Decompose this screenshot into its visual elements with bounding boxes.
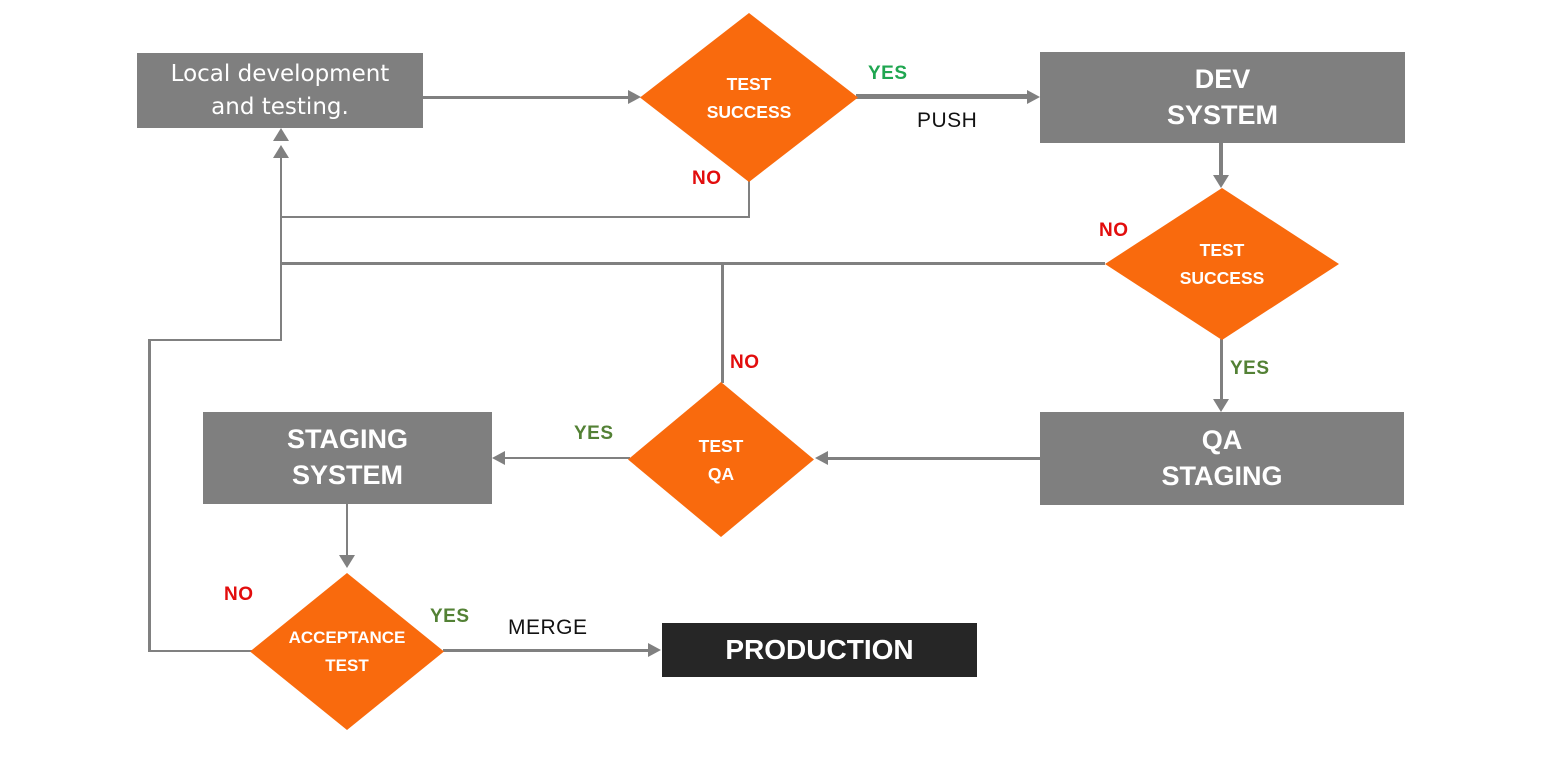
arrowhead-icon — [815, 451, 828, 465]
edge-acceptance-no-horizontal — [148, 649, 252, 652]
label-no-testqa: NO — [730, 352, 760, 373]
arrowhead-icon — [1213, 175, 1229, 188]
arrowhead-icon — [272, 145, 289, 158]
node-dev-system: DEV SYSTEM — [1040, 52, 1405, 143]
arrowhead-icon — [648, 643, 661, 657]
label-yes-testqa: YES — [574, 423, 614, 444]
node-staging-system: STAGING SYSTEM — [203, 412, 492, 504]
edge-testqa-yes-to-staging — [505, 456, 630, 459]
node-production: PRODUCTION — [662, 623, 977, 677]
edge-test1-yes-to-devsystem — [856, 94, 1028, 99]
label-push: PUSH — [917, 109, 978, 132]
edge-acceptance-no-vertical — [148, 338, 151, 652]
label-no-test1: NO — [692, 168, 722, 189]
label-yes-acceptance: YES — [430, 606, 470, 627]
edge-test1-no-horizontal — [280, 215, 750, 218]
edge-devsystem-to-test2 — [1219, 143, 1223, 177]
edge-qastaging-to-testqa — [828, 456, 1040, 460]
edge-acceptance-yes-to-production — [443, 649, 649, 652]
edge-test1-no-vertical — [747, 181, 750, 218]
arrowhead-icon — [492, 451, 505, 465]
label-no-acceptance: NO — [224, 584, 254, 605]
edge-localdev-to-test1 — [423, 96, 629, 99]
edge-staging-to-acceptance — [345, 504, 348, 557]
edge-acceptance-no-top — [148, 338, 282, 341]
label-no-test2: NO — [1099, 220, 1129, 241]
node-local-development: Local development and testing. — [137, 53, 423, 128]
arrowhead-icon — [272, 128, 289, 141]
node-test-success-2: TEST SUCCESS — [1105, 188, 1339, 340]
edge-feedback-vertical — [279, 155, 282, 341]
edge-test2-no-horizontal — [280, 261, 1105, 265]
arrowhead-icon — [1027, 90, 1040, 104]
node-qa-staging: QA STAGING — [1040, 412, 1404, 505]
node-test-qa: TEST QA — [628, 382, 814, 537]
node-test-success-1: TEST SUCCESS — [640, 13, 858, 182]
node-acceptance-test: ACCEPTANCE TEST — [250, 573, 444, 730]
arrowhead-icon — [339, 555, 355, 568]
label-yes-test1: YES — [868, 63, 908, 84]
edge-test2-yes-to-qastaging — [1219, 339, 1223, 401]
label-merge: MERGE — [508, 616, 588, 639]
arrowhead-icon — [628, 90, 641, 104]
arrowhead-icon — [1213, 399, 1229, 412]
edge-testqa-no-vertical — [721, 263, 724, 383]
label-yes-test2: YES — [1230, 358, 1270, 379]
